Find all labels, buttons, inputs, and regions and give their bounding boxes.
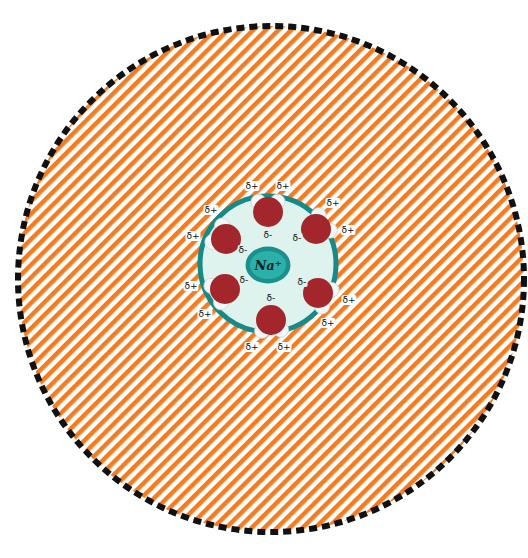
ion-circle: Na⁺ <box>244 245 292 285</box>
water-molecule <box>204 274 240 310</box>
partial-charge: δ- <box>292 233 303 243</box>
partial-charge: δ- <box>239 275 250 285</box>
oxygen-atom <box>253 197 283 227</box>
partial-charge: δ- <box>266 293 277 303</box>
partial-charge: δ+ <box>244 342 259 352</box>
partial-charge: δ+ <box>203 205 218 215</box>
water-molecule <box>205 218 241 254</box>
water-molecule <box>303 278 339 314</box>
partial-charge: δ- <box>297 277 308 287</box>
partial-charge: δ+ <box>320 318 335 328</box>
partial-charge: δ+ <box>325 198 340 208</box>
oxygen-atom <box>301 214 331 244</box>
partial-charge: δ+ <box>276 342 291 352</box>
partial-charge: δ- <box>263 230 274 240</box>
ion-label: Na⁺ <box>254 258 281 273</box>
oxygen-atom <box>211 224 241 254</box>
partial-charge: δ+ <box>183 281 198 291</box>
partial-charge: δ+ <box>341 295 356 305</box>
oxygen-atom <box>210 274 240 304</box>
partial-charge: δ+ <box>197 309 212 319</box>
partial-charge: δ- <box>238 245 249 255</box>
oxygen-atom <box>256 305 286 335</box>
partial-charge: δ+ <box>340 225 355 235</box>
ion-core <box>250 251 286 279</box>
oxygen-atom <box>303 278 333 308</box>
water-molecule <box>301 208 337 244</box>
ion-body <box>246 247 291 284</box>
solvent-region <box>18 26 524 532</box>
water-molecule <box>255 305 289 338</box>
partial-charge: δ+ <box>244 181 259 191</box>
water-molecule <box>251 194 285 227</box>
solution-boundary <box>18 26 524 532</box>
partial-charge: δ+ <box>275 181 290 191</box>
partial-charge: δ+ <box>185 231 200 241</box>
